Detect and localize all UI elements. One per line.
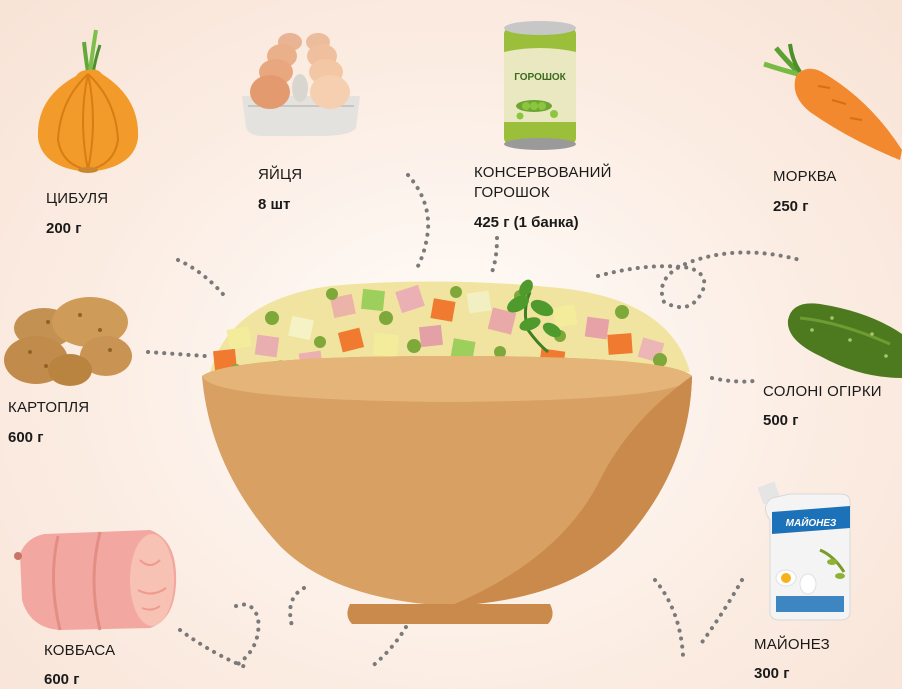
eggs-image — [242, 33, 360, 136]
parsley-garnish — [507, 279, 562, 354]
can-label-text: ГОРОШОК — [514, 72, 566, 83]
pickles-amount: 500 г — [763, 412, 799, 429]
onion-amount: 200 г — [46, 220, 82, 237]
carrot-name: МОРКВА — [773, 168, 837, 185]
mayonnaise-amount: 300 г — [754, 665, 790, 682]
carrot-image — [763, 43, 902, 160]
pea-can-image: ГОРОШОК — [504, 21, 576, 150]
peas-amount: 425 г (1 банка) — [474, 214, 579, 231]
onion-name: ЦИБУЛЯ — [46, 190, 109, 207]
pickle-image — [787, 303, 902, 378]
salad-bowl — [202, 279, 692, 624]
sausage-amount: 600 г — [44, 671, 80, 688]
carrot-amount: 250 г — [773, 198, 809, 215]
potato-amount: 600 г — [8, 429, 44, 446]
mayonnaise-image: МАЙОНЕЗ — [757, 481, 851, 621]
peas-name-line2: ГОРОШОК — [474, 184, 550, 201]
sausage-name: КОВБАСА — [44, 642, 116, 659]
potato-name: КАРТОПЛЯ — [8, 399, 90, 416]
peas-name-line1: КОНСЕРВОВАНИЙ — [474, 164, 612, 181]
mayo-pack-text: МАЙОНЕЗ — [786, 516, 837, 529]
eggs-name: ЯЙЦЯ — [258, 166, 303, 183]
onion-image — [37, 29, 139, 173]
eggs-amount: 8 шт — [258, 196, 291, 213]
potatoes-image — [4, 297, 132, 386]
dotted-connectors — [146, 173, 802, 670]
pickles-name: СОЛОНІ ОГІРКИ — [763, 383, 882, 400]
mayonnaise-name: МАЙОНЕЗ — [754, 636, 830, 653]
sausage-image — [14, 530, 177, 631]
